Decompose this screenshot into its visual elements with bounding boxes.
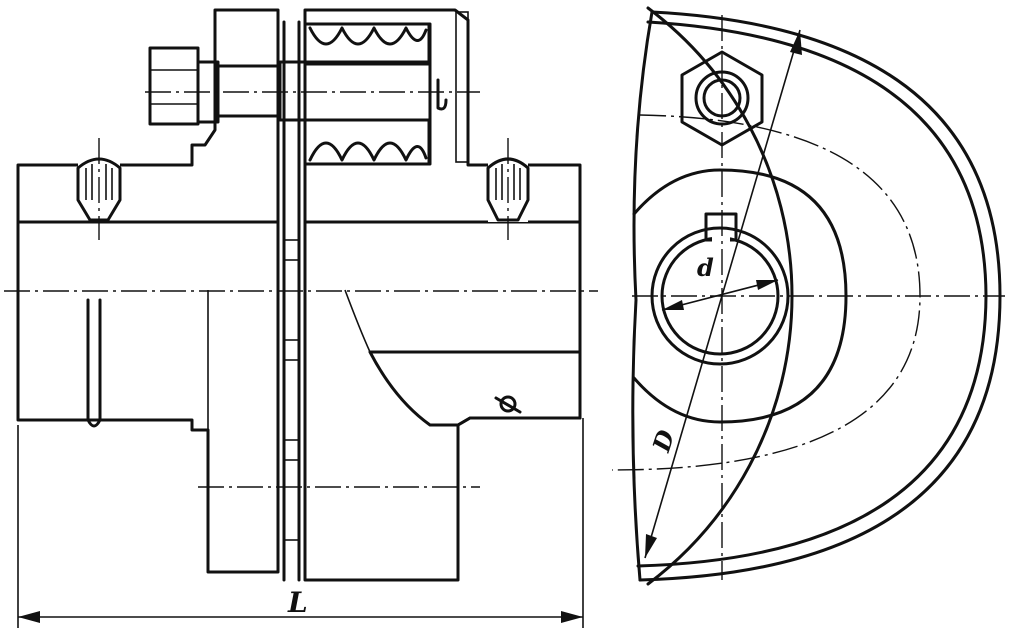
- right-set-screw: [486, 138, 530, 240]
- pin-bolt: [145, 46, 480, 126]
- end-view: D d: [611, 6, 1005, 586]
- center-gap: [282, 20, 301, 582]
- right-hub-outline: [303, 220, 582, 582]
- right-hub-cut-section: [368, 350, 582, 427]
- left-hub-outline: [16, 220, 280, 574]
- outer-diameter-label: D: [646, 426, 680, 456]
- bore-diameter-dimension: d: [661, 253, 779, 311]
- length-label: L: [287, 586, 308, 619]
- length-dimension: L: [17, 418, 584, 628]
- right-hub-section: [303, 8, 582, 224]
- section-view: L: [4, 8, 598, 628]
- bore-diameter-label: d: [697, 253, 714, 282]
- elastic-bushing: [303, 22, 431, 166]
